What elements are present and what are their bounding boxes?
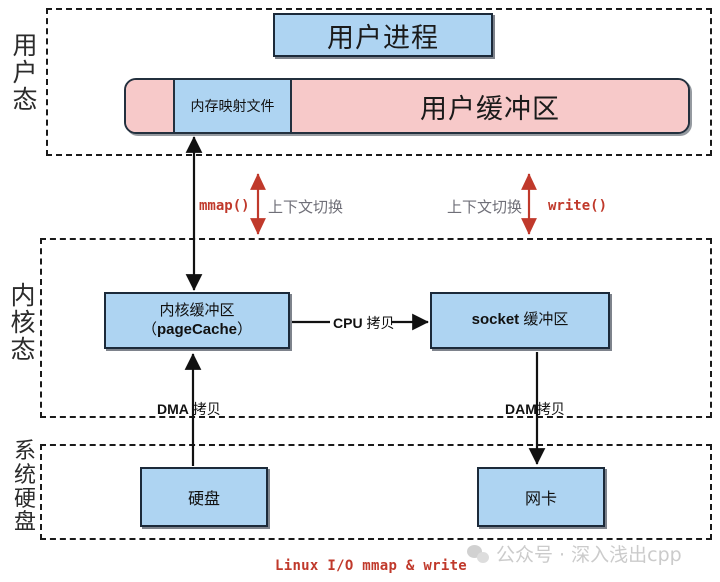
label-kernel-space-char-2: 态 [10,335,36,364]
region-kernel-space [40,238,712,418]
user-process-label: 用户进程 [327,22,439,53]
context-switch-label-left: 上下文切换 [268,196,343,217]
watermark: 公众号 · 深入浅出cpp [467,540,682,567]
label-kernel-space: 内 核 态 [0,282,46,363]
write-syscall-text: write() [548,198,608,214]
nic-box[interactable]: 网卡 [477,467,605,527]
socket-buffer-suffix: 缓冲区 [519,311,569,329]
page-cache-box[interactable]: 内核缓冲区 （pageCache） [104,292,290,349]
user-buffer-label: 用户缓冲区 [420,93,560,124]
region-system-hardware [40,444,712,540]
mmap-syscall-label: mmap() [199,198,250,214]
write-syscall-label: write() [548,198,607,214]
cpu-copy-text-cn: 拷贝 [362,315,395,331]
diagram-caption: Linux I/O mmap & write [275,558,467,574]
label-user-space: 用 户 态 [2,32,48,113]
region-user-space [46,8,712,156]
label-system-hardware: 系 统 硬 盘 [2,440,48,535]
cpu-copy-label: CPU 拷贝 [333,313,394,333]
nic-label: 网卡 [524,491,557,508]
page-cache-name: pageCache [156,320,238,338]
dam-copy-text-en: DAM [505,401,537,417]
context-switch-right-text: 上下文切换 [447,199,523,216]
memory-mapped-file-segment[interactable]: 内存映射文件 [173,80,292,132]
user-buffer-bar-left-pad [126,80,173,132]
socket-buffer-box[interactable]: socket 缓冲区 [430,292,610,349]
cpu-copy-text-en: CPU [333,315,363,331]
diagram-caption-text: Linux I/O mmap & write [275,558,468,574]
page-cache-label-line1: 内核缓冲区 [159,301,235,319]
label-system-hardware-char-2: 硬 [13,486,36,512]
label-system-hardware-char-3: 盘 [13,510,36,536]
label-kernel-space-char-0: 内 [10,281,36,310]
wechat-icon [467,544,489,563]
label-user-space-char-0: 用 [12,31,38,60]
disk-label: 硬盘 [187,491,220,508]
user-process-box[interactable]: 用户进程 [273,13,493,57]
page-cache-label-line2: （pageCache） [142,321,252,340]
label-system-hardware-char-1: 统 [13,462,36,488]
label-kernel-space-char-1: 核 [10,308,36,337]
watermark-text: 公众号 · 深入浅出cpp [496,544,682,566]
dma-copy-text-cn: 拷贝 [188,401,221,417]
user-buffer-bar: 内存映射文件 用户缓冲区 [124,78,690,134]
page-cache-paren-open: （ [141,320,157,338]
context-switch-label-right: 上下文切换 [447,196,522,217]
socket-buffer-name: socket [471,311,520,329]
context-switch-left-text: 上下文切换 [268,199,344,216]
disk-box[interactable]: 硬盘 [140,467,268,527]
dam-copy-label: DAM拷贝 [505,399,565,419]
label-system-hardware-char-0: 系 [13,439,36,464]
mmap-syscall-text: mmap() [199,198,250,214]
memory-mapped-file-label: 内存映射文件 [190,98,275,114]
dma-copy-label: DMA 拷贝 [157,399,221,419]
dam-copy-text-cn: 拷贝 [536,401,565,417]
page-cache-paren-close: ） [237,320,253,338]
dma-copy-text-en: DMA [157,401,189,417]
user-buffer-segment[interactable]: 用户缓冲区 [292,80,688,132]
label-user-space-char-2: 态 [12,85,38,114]
label-user-space-char-1: 户 [12,58,38,87]
